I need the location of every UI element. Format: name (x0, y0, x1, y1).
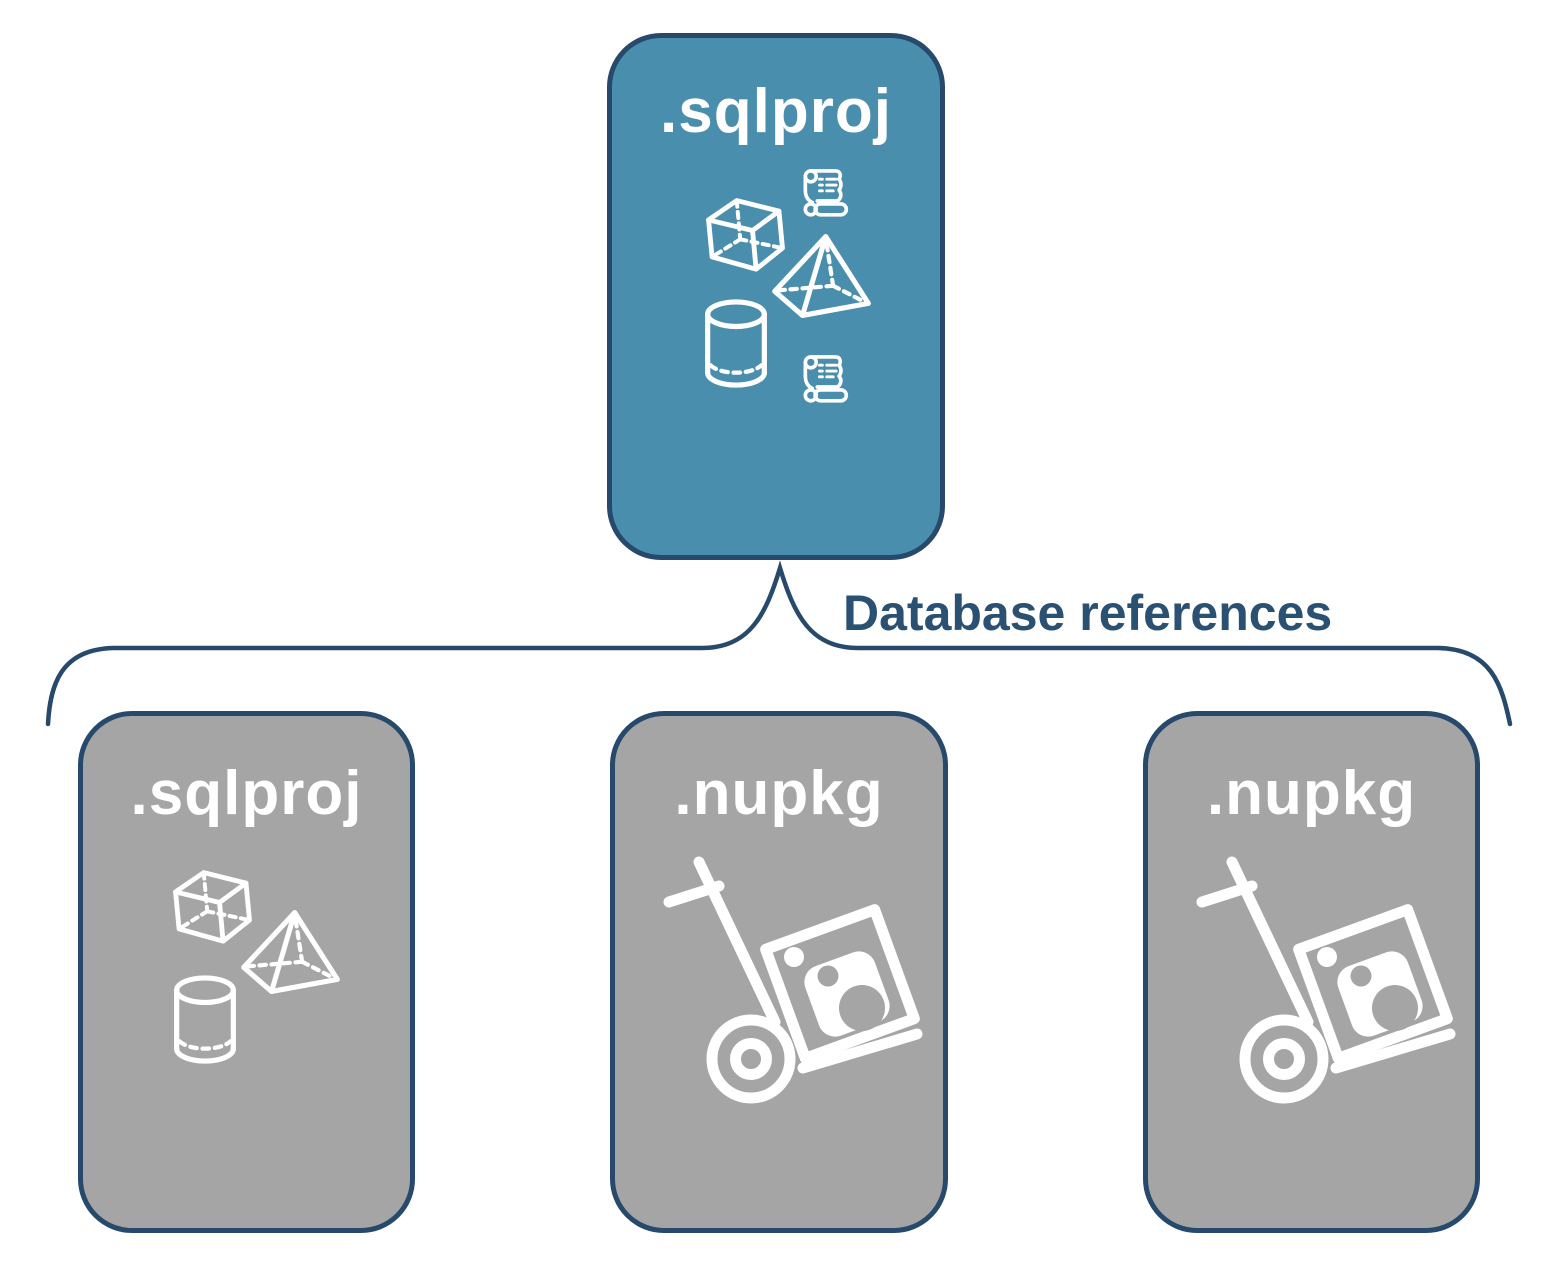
cylinder-icon (702, 298, 770, 389)
package-dolly-icon (1196, 856, 1458, 1106)
node-title: .nupkg (674, 759, 884, 828)
connector-label: Database references (843, 585, 1333, 641)
node-nupkg-child-2: .nupkg (1143, 711, 1480, 1233)
node-nupkg-child-1: .nupkg (610, 711, 948, 1233)
package-dolly-icon (663, 856, 925, 1106)
scroll-icon (797, 350, 855, 408)
node-title: .sqlproj (130, 759, 363, 828)
node-sqlproj-root: .sqlproj (607, 33, 945, 560)
cylinder-icon (171, 974, 239, 1065)
node-title: .nupkg (1206, 759, 1417, 828)
pyramid-icon (239, 908, 343, 997)
pyramid-icon (770, 232, 874, 321)
node-sqlproj-child: .sqlproj (78, 711, 415, 1233)
node-title: .sqlproj (660, 77, 892, 146)
scroll-icon (797, 164, 855, 222)
